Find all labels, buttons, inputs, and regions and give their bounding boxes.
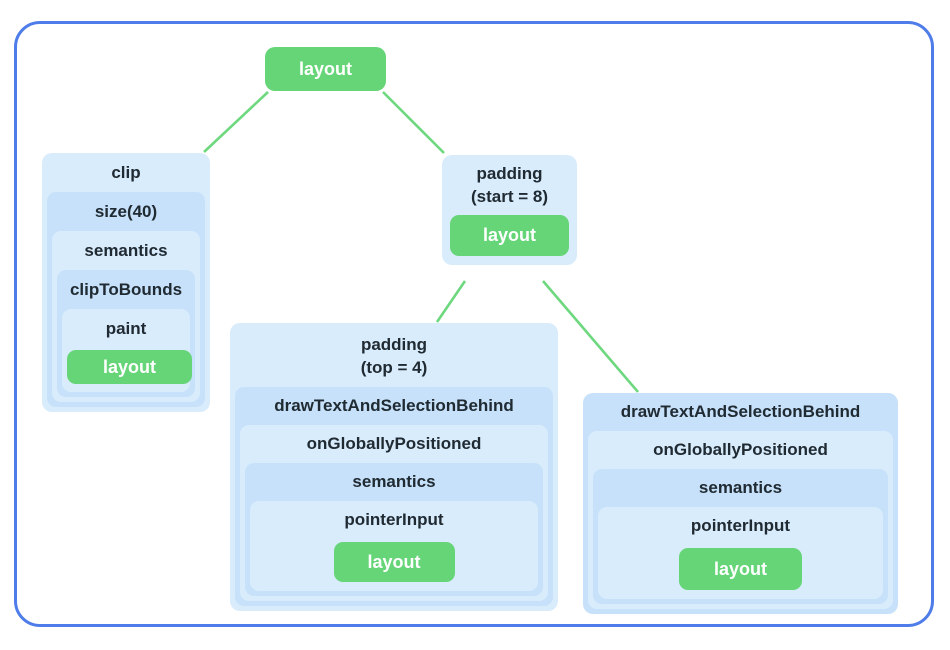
size-box: size(40) semantics clipToBounds paint la… [47,192,205,407]
padding-top-label-line1: padding [360,335,428,354]
root-layout-node: layout [265,47,386,91]
semantics-label: semantics [698,478,783,497]
layout-leaf: layout [67,350,192,384]
layout-leaf: layout [333,542,455,582]
padding-start-node: padding (start = 8) layout [442,155,577,265]
semantics-box: semantics pointerInput layout [593,469,888,604]
clip-node: clip size(40) semantics clipToBounds pai… [42,153,210,412]
padding-start-box: padding (start = 8) layout [442,155,577,265]
ongloballypositioned-label: onGloballyPositioned [653,440,828,459]
pointerinput-label: pointerInput [690,516,791,535]
padding-top-node: padding (top = 4) drawTextAndSelectionBe… [230,323,558,611]
semantics-label: semantics [84,241,168,260]
padding-start-label: padding (start = 8) [447,155,572,212]
ongloballypositioned-box: onGloballyPositioned semantics pointerIn… [240,425,548,601]
paint-box: paint layout [62,309,192,392]
pointerinput-box: pointerInput layout [598,507,883,599]
semantics-label: semantics [352,472,436,491]
drawtext-label: drawTextAndSelectionBehind [620,402,861,421]
drawtext-label: drawTextAndSelectionBehind [274,396,514,415]
cliptobounds-label: clipToBounds [69,280,183,299]
pointerinput-label: pointerInput [344,510,444,529]
padding-start-label-line2: (start = 8) [471,187,548,206]
ongloballypositioned-box: onGloballyPositioned semantics pointerIn… [588,431,893,609]
layout-leaf: layout [450,215,569,256]
drawtext-box: drawTextAndSelectionBehind onGloballyPos… [583,393,898,614]
paint-label: paint [105,319,147,338]
drawtext-box: drawTextAndSelectionBehind onGloballyPos… [235,387,553,606]
clip-box: clip size(40) semantics clipToBounds pai… [42,153,210,412]
pointerinput-box: pointerInput layout [250,501,538,591]
padding-top-label-line2: (top = 4) [360,358,428,377]
ongloballypositioned-label: onGloballyPositioned [306,434,482,453]
semantics-box: semantics clipToBounds paint layout [52,231,200,402]
cliptobounds-box: clipToBounds paint layout [57,270,195,397]
layout-leaf: layout [679,548,802,590]
drawtext-node: drawTextAndSelectionBehind onGloballyPos… [583,393,898,614]
size-label: size(40) [94,202,158,221]
clip-label: clip [111,163,141,182]
semantics-box: semantics pointerInput layout [245,463,543,596]
padding-start-label-line1: padding [476,164,543,183]
padding-top-label: padding (top = 4) [235,323,553,387]
padding-top-box: padding (top = 4) drawTextAndSelectionBe… [230,323,558,611]
